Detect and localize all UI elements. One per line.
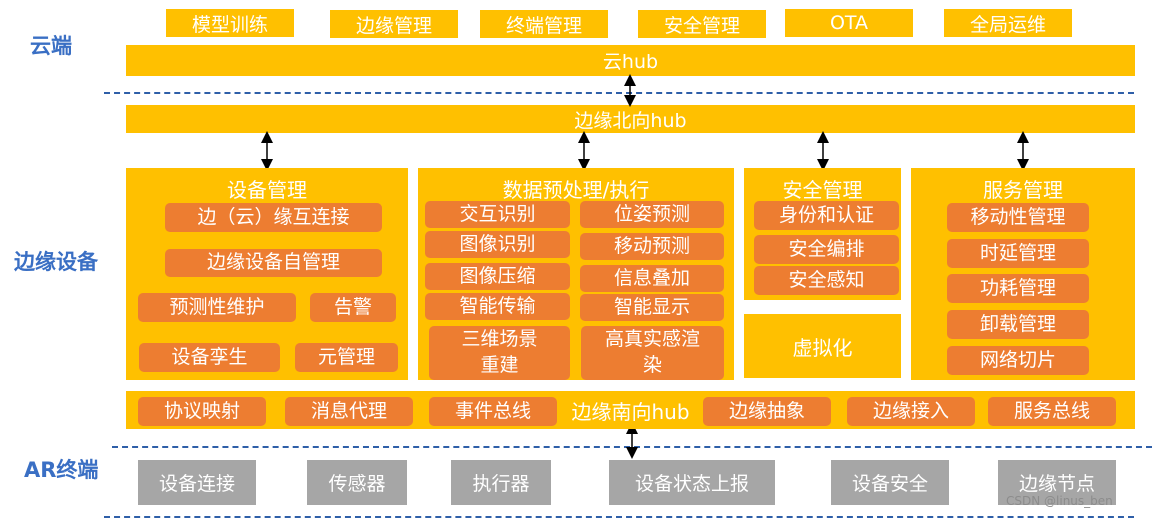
layer-label-cloud: 云端 <box>30 34 72 58</box>
ar-item-actuator: 执行器 <box>451 460 551 505</box>
data-item-image-recognition: 图像识别 <box>425 231 570 258</box>
layer-label-edge: 边缘设备 <box>14 250 98 274</box>
data-item-info-overlay: 信息叠加 <box>580 265 724 292</box>
ar-item-device-security: 设备安全 <box>831 460 949 505</box>
service-item-offload: 卸载管理 <box>947 310 1089 339</box>
data-item-image-compression: 图像压缩 <box>425 263 570 290</box>
data-item-3d-reconstruction: 三维场景重建 <box>429 326 570 380</box>
cloud-hub-bar: 云hub <box>126 45 1135 76</box>
virtualization-box: 虚拟化 <box>744 314 901 378</box>
south-item-event-bus: 事件总线 <box>429 397 557 426</box>
data-item-smart-transmission: 智能传输 <box>425 293 570 320</box>
device-item-alarm: 告警 <box>310 293 396 322</box>
data-item-smart-display: 智能显示 <box>580 294 724 321</box>
security-item-orchestration: 安全编排 <box>754 235 899 264</box>
ar-item-device-connection: 设备连接 <box>138 460 256 505</box>
device-item-edge-self-management: 边缘设备自管理 <box>165 249 382 277</box>
layer-label-ar: AR终端 <box>24 458 99 482</box>
data-item-interaction-recognition: 交互识别 <box>425 201 570 228</box>
cloud-module-terminal-management: 终端管理 <box>480 10 608 38</box>
south-item-edge-access: 边缘接入 <box>847 397 975 426</box>
data-item-motion-prediction: 移动预测 <box>580 233 724 260</box>
south-item-edge-abstraction: 边缘抽象 <box>703 397 831 426</box>
device-item-meta-management: 元管理 <box>295 343 398 372</box>
ar-item-device-status-report: 设备状态上报 <box>609 460 775 505</box>
cloud-module-edge-management: 边缘管理 <box>330 10 458 38</box>
panel-title-security-management: 安全管理 <box>782 178 863 202</box>
edge-south-hub-label: 边缘南向hub <box>571 399 690 424</box>
edge-north-hub-bar: 边缘北向hub <box>126 105 1135 133</box>
service-item-mobility: 移动性管理 <box>947 203 1089 232</box>
device-item-predictive-maintenance: 预测性维护 <box>138 293 296 322</box>
panel-title-device-management: 设备管理 <box>227 178 307 202</box>
separator-bottom <box>104 516 1134 518</box>
security-item-identity-auth: 身份和认证 <box>754 201 899 230</box>
cloud-module-global-ops: 全局运维 <box>944 9 1072 37</box>
data-item-realistic-rendering: 高真实感渲染 <box>581 326 724 380</box>
edge-south-hub-bar: 边缘南向hub <box>126 391 1135 429</box>
service-item-power: 功耗管理 <box>947 274 1089 303</box>
data-item-pose-prediction: 位姿预测 <box>580 201 724 228</box>
south-item-service-bus: 服务总线 <box>988 397 1116 426</box>
separator-cloud-edge <box>104 92 1134 94</box>
south-item-protocol-mapping: 协议映射 <box>138 397 266 426</box>
south-item-message-broker: 消息代理 <box>285 397 413 426</box>
panel-title-service-management: 服务管理 <box>983 178 1063 202</box>
device-item-edge-cloud-interconnect: 边（云）缘互连接 <box>165 203 382 232</box>
watermark: CSDN @linus_ben <box>1006 494 1113 508</box>
ar-item-sensor: 传感器 <box>307 460 407 505</box>
device-item-device-twin: 设备孪生 <box>139 343 280 372</box>
ar-item-edge-node: 边缘节点 <box>998 460 1116 505</box>
service-item-latency: 时延管理 <box>947 239 1089 268</box>
security-item-awareness: 安全感知 <box>754 266 899 295</box>
service-item-network-slicing: 网络切片 <box>947 346 1089 375</box>
panel-title-data-preprocessing: 数据预处理/执行 <box>502 178 650 202</box>
cloud-module-ota: OTA <box>785 9 913 37</box>
cloud-module-security-management: 安全管理 <box>638 10 766 38</box>
cloud-module-model-training: 模型训练 <box>166 9 294 37</box>
